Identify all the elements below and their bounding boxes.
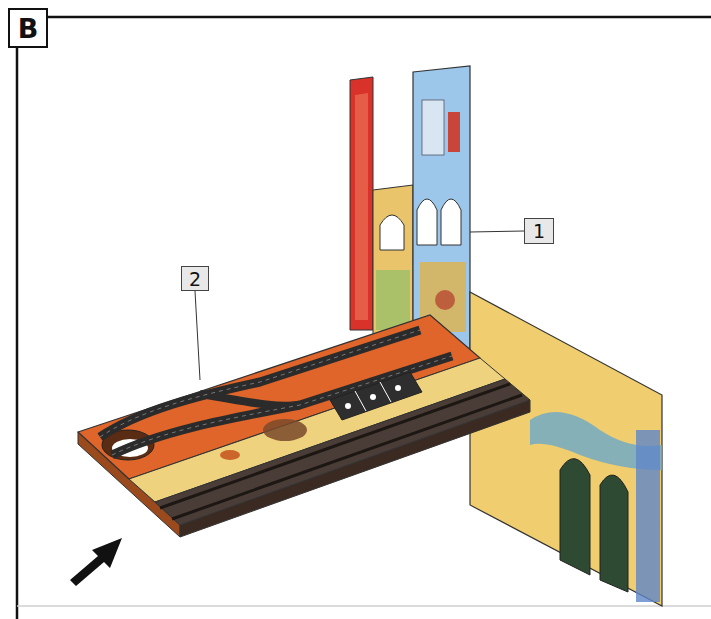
leader-line (195, 291, 200, 380)
ground-patch (220, 450, 240, 460)
frame-line (48, 16, 711, 19)
wall-arch (600, 475, 628, 592)
panel-arch (441, 199, 461, 245)
road (200, 394, 300, 406)
wall-arch (380, 215, 404, 250)
tree-patch (263, 419, 307, 441)
parking-sign (345, 403, 351, 409)
step-letter: B (8, 8, 48, 48)
road (112, 356, 452, 455)
road-marking (100, 330, 420, 437)
callout-number: 2 (181, 266, 209, 291)
frame-line (17, 605, 711, 607)
parking-sign (395, 385, 401, 391)
wall-arch (560, 459, 590, 575)
tower-windows (355, 93, 368, 320)
wall-building (636, 430, 660, 602)
leader-line (470, 231, 524, 232)
panel-picture (435, 290, 455, 310)
poster (448, 112, 460, 152)
parking-line (380, 382, 391, 402)
callout-number: 1 (524, 218, 554, 244)
road-marking (112, 356, 452, 455)
wall-panel (373, 185, 413, 335)
parking-line (355, 391, 366, 411)
arched-wall (470, 292, 662, 606)
poster (422, 100, 444, 155)
frame-line (16, 48, 19, 619)
blue-panel (413, 66, 470, 352)
wall-picture (376, 270, 410, 330)
direction-arrow (70, 538, 122, 586)
parking-sign (370, 394, 376, 400)
tower-panel (350, 77, 373, 330)
parking-area (330, 372, 422, 420)
panel-arch (417, 199, 437, 245)
